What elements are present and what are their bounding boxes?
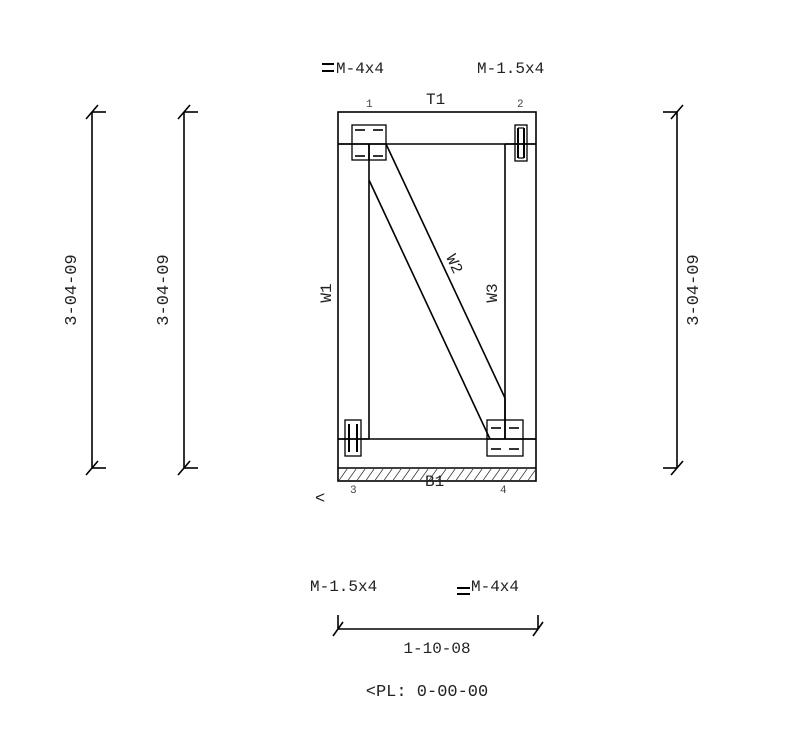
dimension-label: 3-04-09: [63, 254, 82, 325]
connector-plate-joint-2: [505, 124, 536, 162]
bearing-hatch: [339, 469, 535, 480]
dimension-left-outer: 3-04-09: [63, 104, 106, 476]
plate-label-top-left: M-4x4: [322, 60, 384, 78]
dimension-right: 3-04-09: [663, 104, 704, 476]
dimension-left-inner: 3-04-09: [155, 104, 198, 476]
svg-text:M-4x4: M-4x4: [336, 60, 384, 78]
joint-label: 3: [350, 485, 357, 497]
member-label-w1: W1: [318, 283, 336, 302]
member-label-w3: W3: [484, 283, 502, 302]
plate-label-bottom-right: M-4x4: [457, 578, 519, 596]
member-label-w2: W2: [441, 252, 465, 277]
dimension-label: 3-04-09: [685, 254, 704, 325]
joint-label: 2: [517, 99, 524, 111]
connector-plate-joint-3: [338, 419, 369, 457]
member-label-top-chord: T1: [426, 91, 445, 109]
dimension-label: 3-04-09: [155, 254, 174, 325]
plate-label-top-right: M-1.5x4: [477, 60, 544, 78]
joint-label: 1: [366, 99, 373, 111]
member-label-bottom-chord: B1: [425, 473, 444, 491]
truss-frame: [337, 111, 537, 482]
joint-label: 4: [500, 485, 507, 497]
svg-text:M-4x4: M-4x4: [471, 578, 519, 596]
plate-label-bottom-left: M-1.5x4: [310, 578, 377, 596]
dimension-label: 1-10-08: [403, 640, 470, 658]
connector-plate-joint-1: [338, 124, 387, 161]
plate-location-label: <PL: 0-00-00: [366, 683, 488, 702]
connector-plate-joint-4: [486, 398, 536, 457]
dimension-span: 1-10-08: [332, 615, 544, 658]
bearing-marker: <: [315, 490, 325, 509]
